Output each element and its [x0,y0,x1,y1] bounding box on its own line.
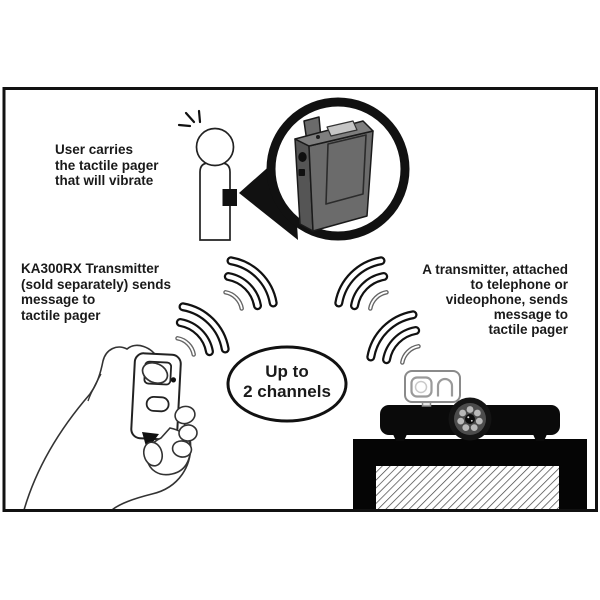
stand-vent-panel [376,466,559,511]
diagram-frame [2,87,598,512]
user-label: User carries the tactile pager that will… [55,142,159,188]
channels-bubble-label: Up to 2 channels [243,362,331,401]
tactile-pager-device-icon [294,116,374,232]
remote-led [170,377,177,383]
thumb [141,361,169,385]
videophone-camera-on-stand-icon [353,370,587,511]
camera-unit-icon [404,370,461,407]
person-with-pager-icon [177,109,237,241]
camera-lens-icon [448,397,492,441]
channels-bubble [226,345,348,423]
vibration-spark-icon [177,109,202,128]
av-transmitter-label: A transmitter, attached to telephone or … [422,262,568,337]
ka300rx-transmitter-label: KA300RX Transmitter (sold separately) se… [21,261,172,323]
worn-pager-icon [222,189,237,206]
hand-holding-transmitter-icon [22,344,198,511]
person-head [195,127,235,167]
magnified-tactile-pager-icon [239,97,410,241]
